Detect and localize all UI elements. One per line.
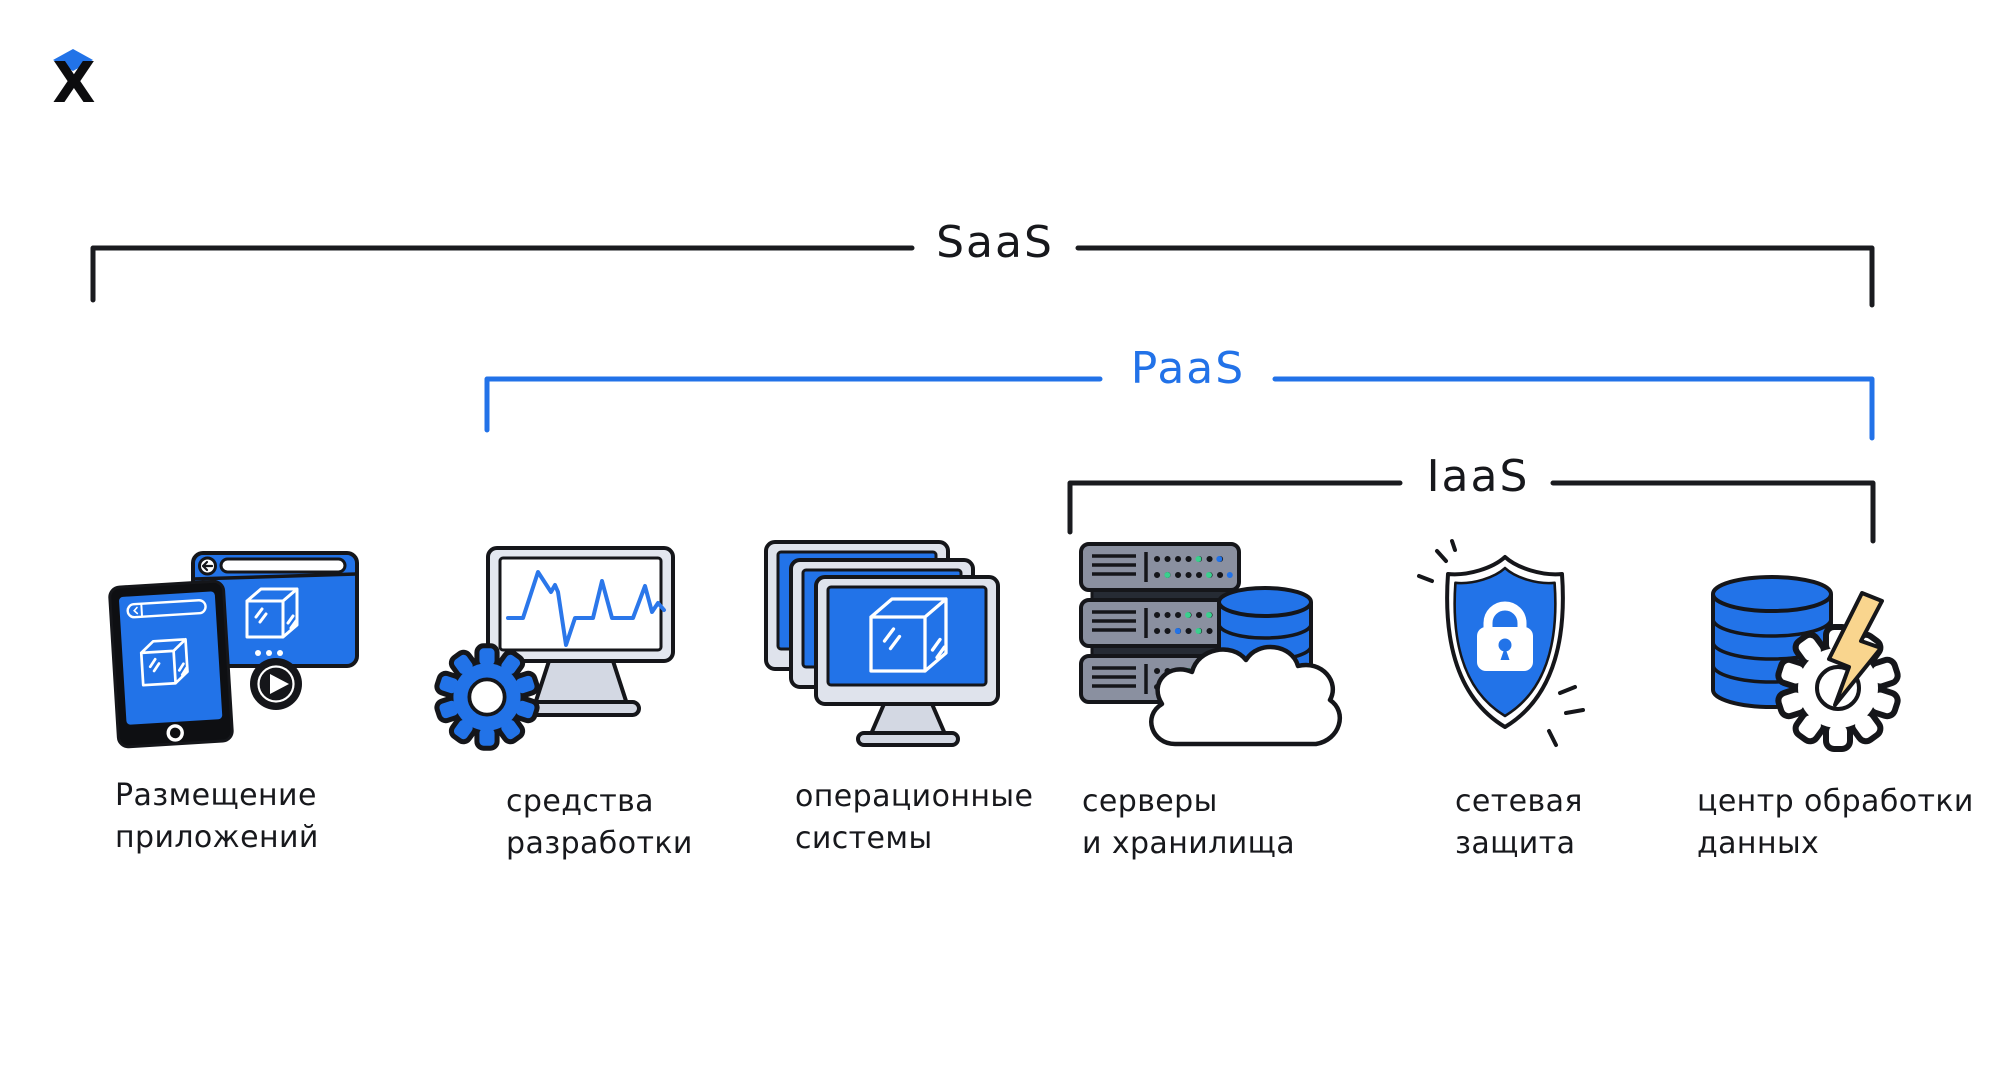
label-line: данных [1697, 826, 1820, 861]
label-line: средства [506, 784, 654, 819]
saas-bracket-line [90, 245, 1875, 308]
cloud-icon [1149, 644, 1342, 747]
servers-storage-icon [1079, 542, 1342, 747]
gear-icon [438, 648, 535, 745]
saas-label: SaaS [936, 217, 1054, 268]
operating-systems-icon [764, 540, 1000, 747]
label-line: системы [795, 821, 933, 856]
dev-tools-icon [438, 546, 675, 746]
paas-label: PaaS [1130, 343, 1246, 394]
address-bar [219, 557, 347, 574]
server-rack-unit [1079, 598, 1241, 648]
lock-icon [1477, 601, 1533, 671]
logo-letter: X [52, 51, 95, 116]
iaas-label: IaaS [1426, 451, 1530, 502]
label-data-center: центр обработки данных [1697, 781, 1974, 865]
label-network-security: сетевая защита [1455, 781, 1583, 865]
lightning-icon [1827, 591, 1884, 707]
search-bar [126, 599, 207, 619]
label-dev-tools: средства разработки [506, 781, 693, 865]
tablet [108, 579, 234, 749]
label-line: центр обработки [1697, 784, 1974, 819]
data-center-icon [1711, 575, 1896, 746]
label-line: приложений [115, 820, 319, 855]
network-security-icon [1417, 539, 1585, 747]
server-rack-unit [1079, 542, 1241, 592]
browser-window [191, 551, 359, 668]
home-button-icon [166, 724, 184, 742]
label-line: и хранилища [1082, 826, 1296, 861]
monitor [486, 546, 675, 717]
label-app-hosting: Размещение приложений [115, 775, 319, 859]
pulse-line [506, 570, 666, 647]
play-button-icon [250, 658, 302, 710]
label-servers-storage: серверы и хранилища [1082, 781, 1295, 865]
paas-bracket-line [484, 376, 1875, 441]
label-operating-systems: операционные системы [795, 776, 1033, 860]
label-line: Размещение [115, 778, 317, 813]
app-hosting-icon [108, 551, 359, 749]
label-line: разработки [506, 826, 693, 861]
label-line: серверы [1082, 784, 1218, 819]
logo-diamond-icon [53, 49, 93, 71]
iaas-bracket-line [1067, 480, 1876, 544]
label-line: операционные [795, 779, 1034, 814]
label-line: сетевая [1455, 784, 1583, 819]
sparkle-lines [1417, 539, 1585, 747]
brand-logo [53, 49, 93, 71]
monitor-front [814, 575, 1000, 747]
label-line: защита [1455, 826, 1576, 861]
